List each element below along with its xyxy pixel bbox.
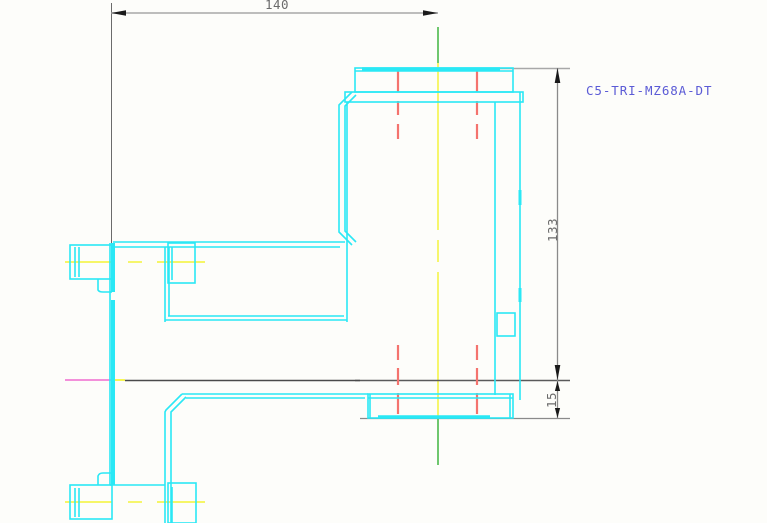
arrow-right-140 — [423, 10, 438, 16]
upper-left-stud-collar — [97, 279, 112, 293]
hidden-lines-group — [396, 70, 479, 414]
lower-arm-left-column-outer — [164, 393, 183, 523]
dimension-overall-width: 140 — [111, 0, 438, 243]
arrow-left-140 — [111, 10, 126, 16]
arrow-top-15 — [554, 381, 561, 391]
dim-value-140: 140 — [265, 0, 289, 12]
lower-left-stud-collar — [97, 472, 112, 485]
dim-value-133: 133 — [545, 218, 560, 242]
upper-arm-left-column-inner — [344, 94, 357, 243]
part-outline-group — [69, 67, 524, 523]
arrow-bottom-133 — [554, 365, 561, 380]
dim-value-15: 15 — [544, 392, 559, 408]
lower-arm-left-column-inner — [170, 396, 187, 523]
upper-arm-boss — [167, 242, 196, 284]
lower-arm-boss — [167, 482, 197, 523]
lower-left-stud-body — [69, 484, 113, 520]
arrow-top-133 — [554, 68, 561, 83]
upper-body-rail — [344, 91, 524, 103]
right-side-notch — [496, 312, 516, 337]
part-number-label: C5-TRI-MZ68A-DT — [586, 83, 713, 98]
arrow-bottom-15 — [554, 408, 561, 418]
upper-left-stud-body — [69, 244, 113, 280]
centerlines-group — [65, 27, 439, 503]
upper-arm-left-column-outer — [338, 91, 353, 246]
